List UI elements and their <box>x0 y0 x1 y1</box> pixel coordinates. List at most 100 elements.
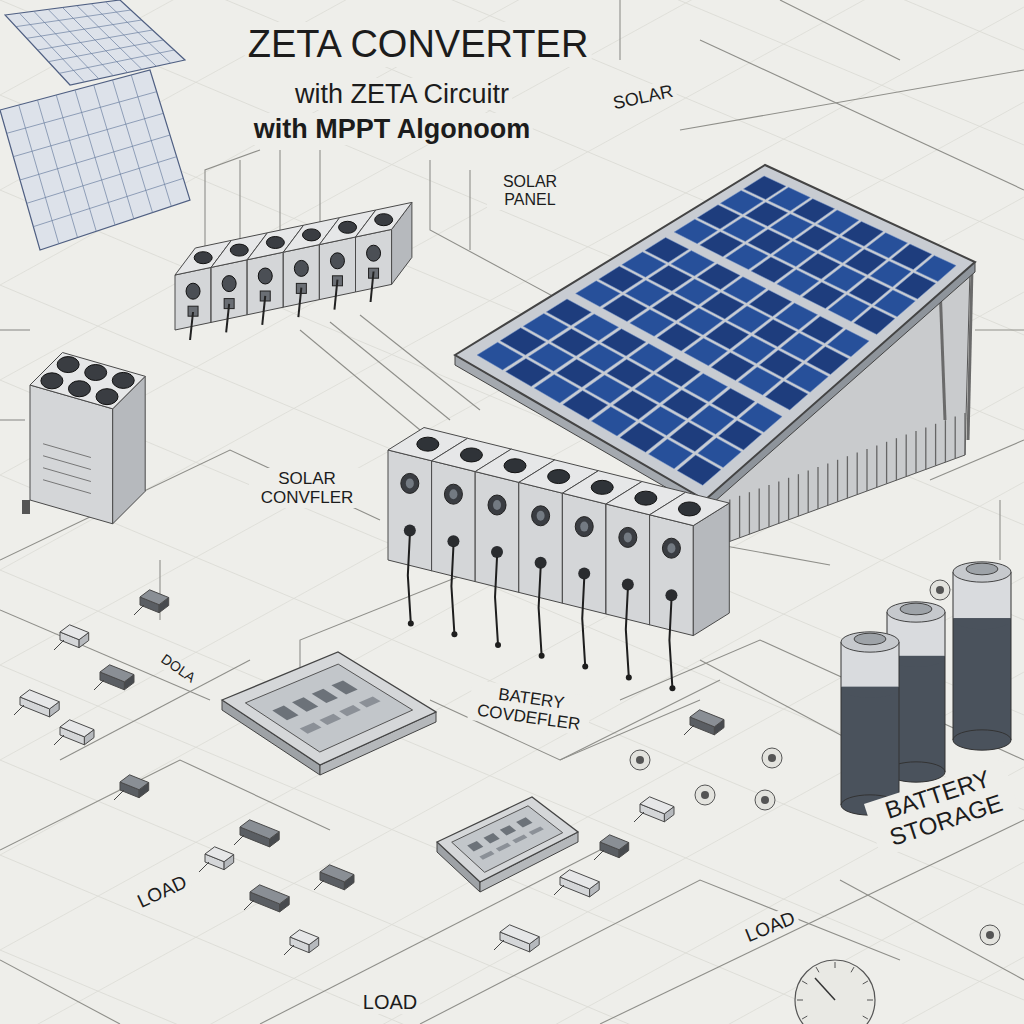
gauge-core <box>636 756 644 764</box>
lead-end <box>495 642 501 648</box>
terminal-wire <box>226 304 229 333</box>
rack-fin <box>778 481 779 523</box>
schematic-wire <box>780 0 900 60</box>
screen-mark <box>292 697 318 712</box>
schematic-wire <box>680 70 1024 130</box>
chip <box>684 710 724 735</box>
device-screen <box>452 806 563 873</box>
rack-fin <box>945 420 946 462</box>
terminal-wire <box>334 280 337 310</box>
chip-lead <box>234 835 244 845</box>
terminal-knob <box>375 214 393 226</box>
battery-top <box>841 632 899 652</box>
battery-top <box>953 562 1011 582</box>
screen-mark <box>467 841 483 852</box>
socket-box-front <box>30 385 113 524</box>
chip-top <box>640 797 674 814</box>
chip-lead <box>14 705 24 715</box>
schematic-wire <box>0 329 30 330</box>
subtitle: with MPPT Algonoom <box>251 113 533 145</box>
terminal-wire <box>298 288 301 318</box>
gauge-core <box>936 586 944 594</box>
grid-line <box>0 950 1024 1024</box>
grid-line <box>0 190 1024 620</box>
chip <box>234 820 279 847</box>
gauge-core <box>761 796 769 804</box>
battery-cell <box>953 562 1011 750</box>
chip <box>594 835 629 860</box>
converter-lead <box>495 557 498 645</box>
chip <box>494 925 539 952</box>
chip-top <box>600 835 629 850</box>
chip-components <box>14 590 724 955</box>
solar-panel <box>455 165 975 510</box>
rack-fin <box>749 492 750 534</box>
chip-lead <box>54 640 64 650</box>
dial-tick <box>802 981 807 984</box>
converter-module-top <box>650 492 730 525</box>
solar-cell <box>916 255 956 281</box>
terminal-module <box>356 202 412 302</box>
battery-outline <box>841 642 842 805</box>
converter-top-knob <box>417 437 439 451</box>
screen-mark <box>529 826 544 835</box>
grid-line <box>0 957 1024 1024</box>
chip <box>54 720 94 745</box>
converter-lead <box>451 546 454 634</box>
converter-lead <box>408 535 411 623</box>
terminal-block <box>175 202 412 340</box>
chip-lead <box>114 790 124 800</box>
chip <box>134 590 169 615</box>
chip-lead <box>134 605 144 615</box>
converter-knob <box>532 506 550 526</box>
converter-knob-core <box>406 478 414 488</box>
chip-top <box>290 930 319 945</box>
rack-fin <box>896 438 897 480</box>
converter-knob-core <box>537 511 545 521</box>
socket <box>41 373 63 389</box>
schematic-wire <box>720 545 830 565</box>
converter-top-knob <box>635 491 657 505</box>
chip <box>314 865 354 890</box>
chip-top <box>100 665 134 682</box>
chip <box>14 690 59 717</box>
converter-lead <box>582 579 585 667</box>
chip-top <box>560 870 599 889</box>
gauge-core <box>701 791 709 799</box>
terminal-wire <box>371 272 374 303</box>
lead-end <box>669 685 675 691</box>
rack-fin <box>876 445 877 487</box>
device-screen <box>245 664 412 752</box>
gauge-ring <box>930 580 950 600</box>
screen-mark <box>479 851 494 860</box>
grid-line <box>0 0 1024 335</box>
array-sketch-line <box>59 50 174 73</box>
lead-end <box>626 674 632 680</box>
rack-fin <box>847 456 848 498</box>
converter-lead <box>539 568 542 656</box>
vent-line <box>43 444 91 458</box>
battery-outline <box>945 612 946 772</box>
screen-mark <box>272 706 298 721</box>
gauge-core <box>986 931 994 939</box>
chip-top <box>320 865 354 882</box>
terminal-hole <box>222 276 236 292</box>
vent-line <box>43 480 91 494</box>
terminal-module-front <box>319 237 355 300</box>
rack-fin <box>866 449 867 491</box>
converter-top-knob <box>504 459 526 473</box>
load-label: LOAD <box>360 990 420 1014</box>
rack-leg <box>940 285 945 420</box>
terminal-knob <box>302 229 320 241</box>
rack-fin <box>964 413 965 455</box>
array-sketch-line <box>48 40 163 62</box>
lead-end <box>451 631 457 637</box>
rack-leg <box>968 268 972 440</box>
schematic-wire <box>330 322 450 420</box>
dial-tick <box>816 967 819 972</box>
schematic-wire <box>300 330 420 430</box>
converter-module <box>650 492 730 635</box>
converter-knob <box>444 484 462 504</box>
terminal-knob <box>339 221 357 233</box>
